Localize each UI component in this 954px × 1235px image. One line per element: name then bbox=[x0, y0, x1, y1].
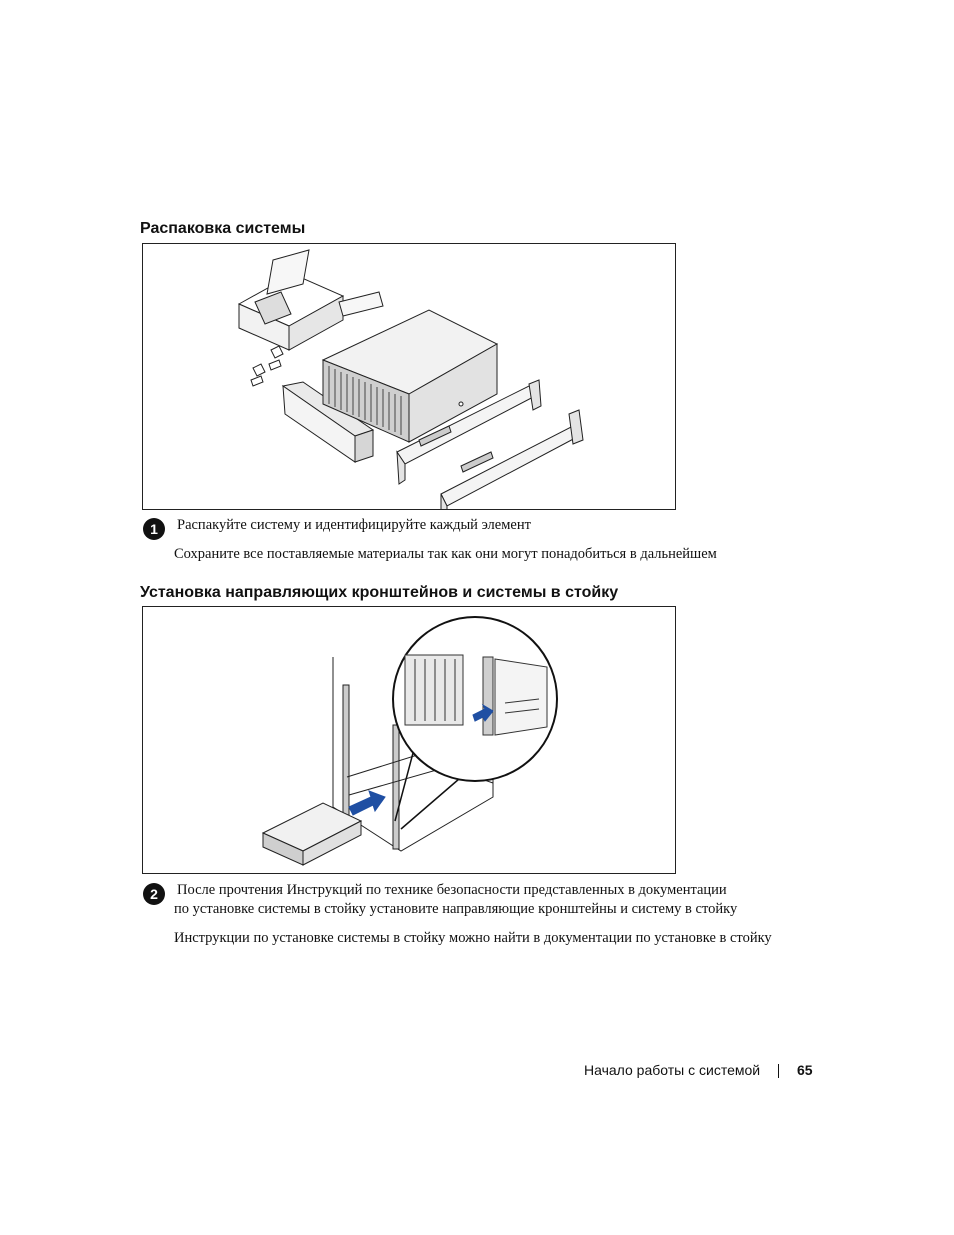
step-1-text: Распакуйте систему и идентифицируйте каж… bbox=[177, 517, 531, 533]
small-brackets bbox=[250, 345, 284, 387]
front-bezel bbox=[281, 381, 375, 463]
unpacking-figure bbox=[142, 243, 676, 510]
section-heading-unpacking: Распаковка системы bbox=[140, 220, 306, 237]
rails bbox=[396, 379, 584, 509]
rack-install-figure bbox=[142, 606, 676, 874]
page-number: 65 bbox=[797, 1062, 813, 1078]
step-1-note: Сохраните все поставляемые материалы так… bbox=[174, 546, 717, 562]
unpacking-illustration bbox=[237, 249, 584, 509]
detail-callout bbox=[392, 616, 558, 830]
footer-separator bbox=[778, 1064, 779, 1078]
storage-enclosure-floor bbox=[261, 802, 363, 866]
shipping-box bbox=[237, 249, 384, 351]
step-1-badge: 1 bbox=[143, 518, 165, 540]
step-2-line1: После прочтения Инструкций по технике бе… bbox=[177, 882, 727, 898]
rack-install-illustration bbox=[261, 616, 558, 866]
step-2-badge: 2 bbox=[143, 883, 165, 905]
footer-title: Начало работы с системой bbox=[584, 1062, 761, 1078]
step-2-note: Инструкции по установке системы в стойку… bbox=[174, 930, 772, 946]
step-2-line2: по установке системы в стойку установите… bbox=[174, 901, 738, 917]
insert-arrow bbox=[348, 790, 386, 816]
storage-enclosure bbox=[321, 309, 499, 443]
section-heading-rack-install: Установка направляющих кронштейнов и сис… bbox=[140, 584, 619, 601]
